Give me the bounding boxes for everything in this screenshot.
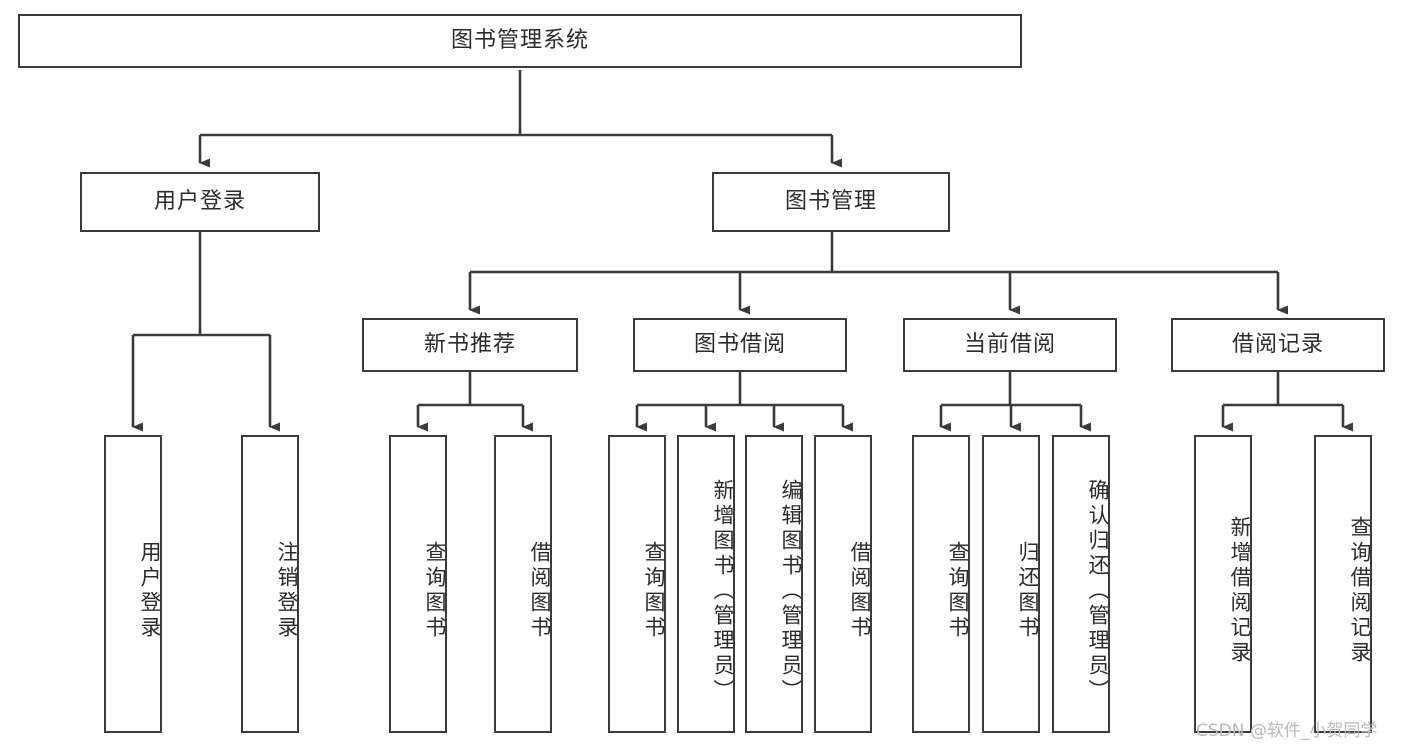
node-current-borrow[interactable]: 当前借阅: [903, 318, 1117, 372]
node-book-management[interactable]: 图书管理: [712, 172, 950, 232]
leaf-user-login-signout[interactable]: 注销登录: [241, 435, 299, 733]
leaf-current-return-book[interactable]: 归还图书: [982, 435, 1040, 733]
leaf-recommend-query-book[interactable]: 查询图书: [389, 435, 447, 733]
leaf-record-add-record[interactable]: 新增借阅记录: [1194, 435, 1252, 733]
leaf-recommend-borrow-book[interactable]: 借阅图书: [494, 435, 552, 733]
watermark-text: CSDN @软件_小贺同学: [1196, 721, 1378, 741]
leaf-borrow-edit-book[interactable]: 编辑图书（管理员）: [745, 435, 803, 733]
leaf-borrow-query-book[interactable]: 查询图书: [608, 435, 666, 733]
node-borrow-record[interactable]: 借阅记录: [1171, 318, 1385, 372]
node-book-borrow[interactable]: 图书借阅: [633, 318, 847, 372]
leaf-current-query-book[interactable]: 查询图书: [912, 435, 970, 733]
leaf-record-query-record[interactable]: 查询借阅记录: [1314, 435, 1372, 733]
leaf-user-login-signin[interactable]: 用户登录: [104, 435, 162, 733]
leaf-borrow-borrow-book[interactable]: 借阅图书: [814, 435, 872, 733]
node-user-login[interactable]: 用户登录: [80, 172, 320, 232]
node-root[interactable]: 图书管理系统: [18, 14, 1022, 68]
leaf-current-confirm-return[interactable]: 确认归还（管理员）: [1052, 435, 1110, 733]
leaf-borrow-add-book[interactable]: 新增图书（管理员）: [677, 435, 735, 733]
node-new-book-recommend[interactable]: 新书推荐: [362, 318, 578, 372]
